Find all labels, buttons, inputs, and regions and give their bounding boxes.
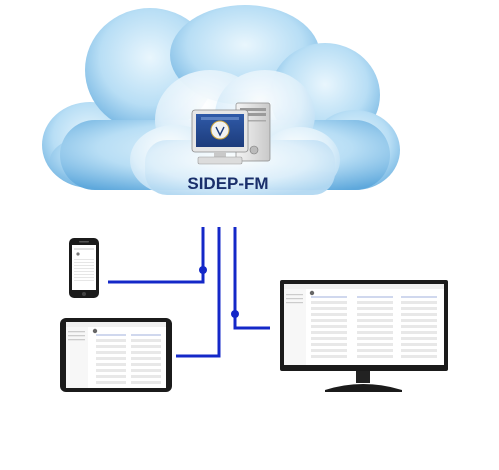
junction-dot bbox=[231, 310, 239, 318]
tablet-icon bbox=[60, 318, 172, 392]
desktop-computer-icon bbox=[191, 102, 271, 165]
cloud bbox=[42, 5, 400, 195]
connector-tablet bbox=[176, 227, 221, 358]
system-name-label: SIDEP-FM bbox=[187, 174, 268, 193]
smartphone-icon bbox=[69, 238, 99, 298]
connector-lines bbox=[108, 227, 270, 358]
connector-monitor bbox=[233, 227, 270, 330]
connector-phone bbox=[108, 227, 205, 284]
desktop-monitor-icon bbox=[280, 280, 448, 392]
junction-dot bbox=[199, 266, 207, 274]
